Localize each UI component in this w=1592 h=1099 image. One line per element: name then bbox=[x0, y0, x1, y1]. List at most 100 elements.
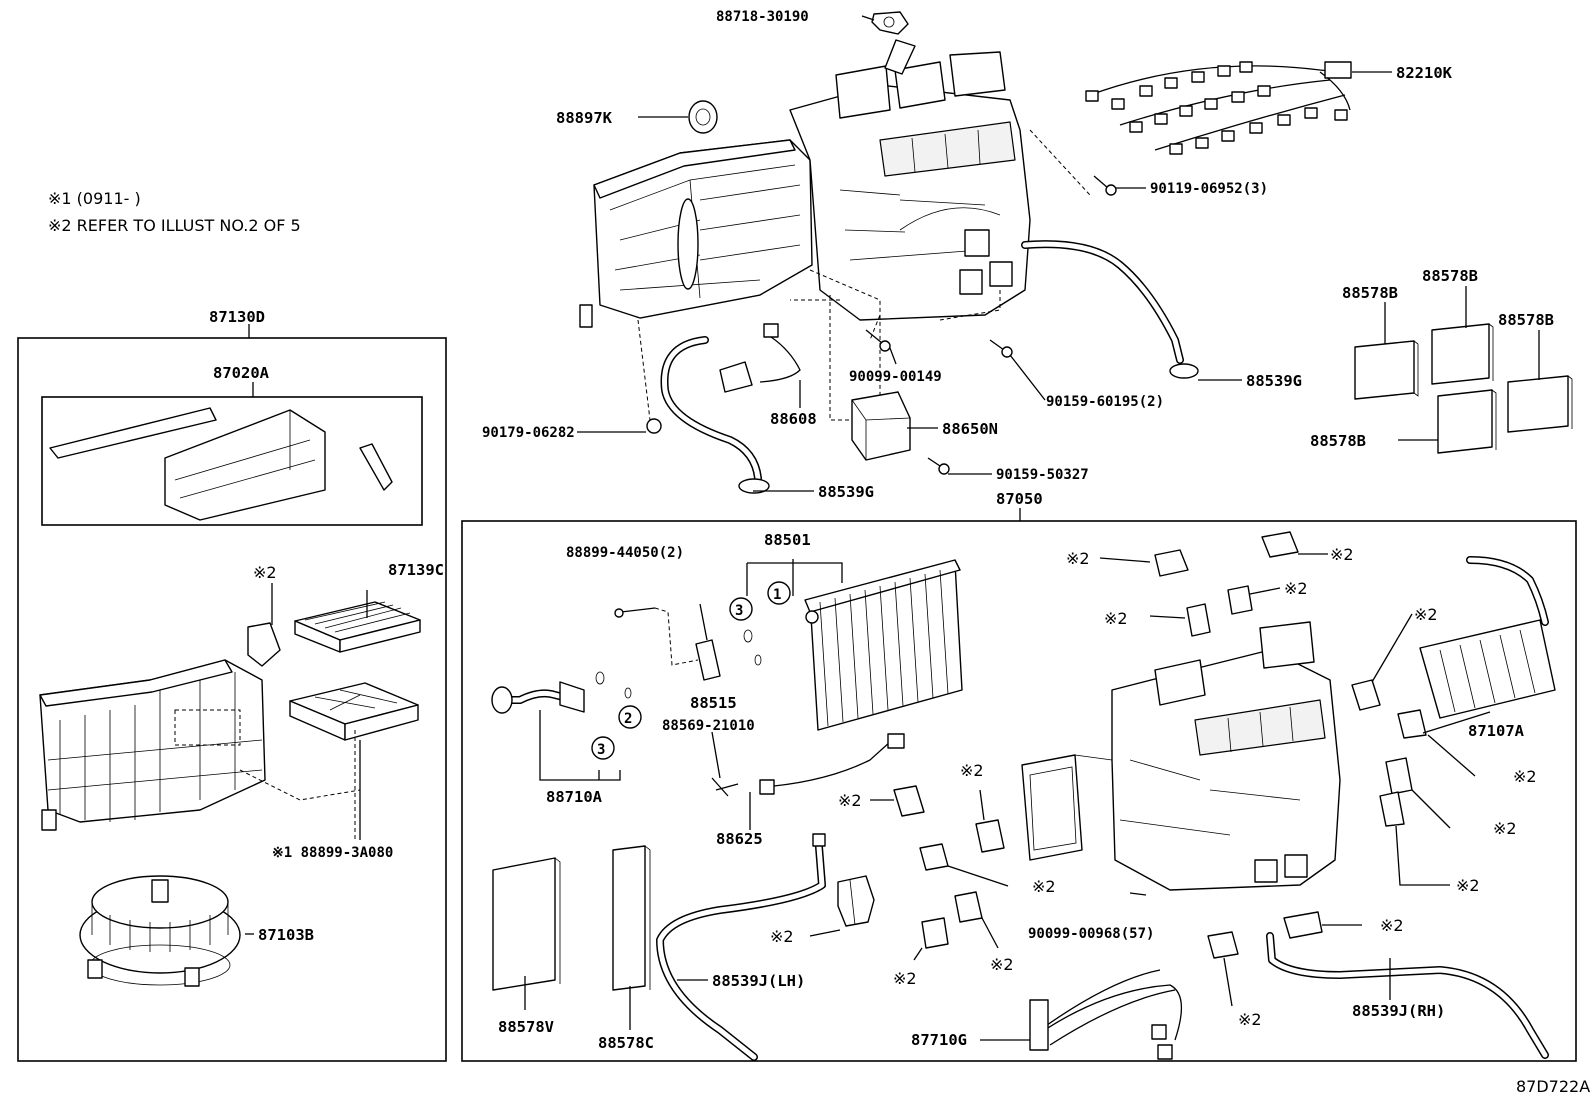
label-90099-00968: 90099-00968(57) bbox=[1028, 926, 1154, 942]
label-88650N: 88650N bbox=[942, 420, 998, 438]
label-88569-21010: 88569-21010 bbox=[662, 718, 755, 734]
label-87130D: 87130D bbox=[209, 308, 265, 326]
label-88578V: 88578V bbox=[498, 1018, 554, 1036]
sensor-88569-drawing bbox=[711, 777, 739, 797]
label-87050: 87050 bbox=[996, 490, 1043, 508]
harness-87710G-drawing bbox=[1029, 969, 1183, 1060]
ref-mark: ※2 bbox=[1284, 579, 1308, 598]
ref-mark: ※2 bbox=[1513, 767, 1537, 786]
label-87020A: 87020A bbox=[213, 364, 270, 382]
valve-88515-drawing bbox=[654, 607, 721, 681]
label-88578B-right: 88578B bbox=[1498, 311, 1554, 329]
label-88897K: 88897K bbox=[556, 109, 613, 127]
bolt-90179-drawing bbox=[646, 418, 662, 434]
label-90179-06282: 90179-06282 bbox=[482, 425, 575, 441]
ref-mark: ※2 bbox=[1066, 549, 1090, 568]
label-88608: 88608 bbox=[770, 410, 817, 428]
ref-mark: ※2 bbox=[1330, 545, 1354, 564]
servo-motor-drawing bbox=[247, 622, 281, 667]
ref-mark: ※2 bbox=[1380, 916, 1404, 935]
label-90159-50327: 90159-50327 bbox=[996, 467, 1089, 483]
label-88899-44050: 88899-44050(2) bbox=[566, 545, 684, 561]
label-87139C: 87139C bbox=[388, 561, 444, 579]
duct-88539J-LH-drawing bbox=[656, 833, 826, 1061]
label-88718-30190: 88718-30190 bbox=[716, 9, 809, 25]
leader-lines bbox=[245, 15, 1540, 1041]
label-87107A: 87107A bbox=[1468, 722, 1525, 740]
diagram-code: 87D722A bbox=[1516, 1077, 1590, 1096]
label-88578B-top: 88578B bbox=[1422, 267, 1478, 285]
wire-88608-drawing bbox=[719, 323, 801, 393]
case-87020A-drawings bbox=[49, 407, 393, 521]
label-90099-00149: 90099-00149 bbox=[849, 369, 942, 385]
circle-3a: 3 bbox=[735, 603, 743, 619]
ref-mark: ※2 bbox=[990, 955, 1014, 974]
note-2: ※2 REFER TO ILLUST NO.2 OF 5 bbox=[48, 216, 301, 235]
circle-1: 1 bbox=[773, 587, 781, 603]
label-88539G-right: 88539G bbox=[1246, 372, 1302, 390]
label-88515: 88515 bbox=[690, 694, 737, 712]
ref-mark: ※2 bbox=[838, 791, 862, 810]
blower-motor-87103B-drawing bbox=[79, 875, 241, 987]
filter-88578B-drawings bbox=[1354, 323, 1573, 454]
ref-mark: ※2 bbox=[1414, 605, 1438, 624]
bolt-90099-00149-drawing bbox=[865, 329, 891, 352]
sensor-bracket-drawing bbox=[837, 875, 875, 927]
label-88539J-RH: 88539J(RH) bbox=[1352, 1002, 1445, 1020]
grommet-88897K-drawing bbox=[688, 100, 718, 134]
label-88578B-bottom: 88578B bbox=[1310, 432, 1366, 450]
callout-labels: 88718-30190 82210K 88897K 90119-06952(3)… bbox=[209, 9, 1554, 1052]
ref-mark: ※2 bbox=[1456, 876, 1480, 895]
grommet-88539G-right bbox=[1169, 363, 1199, 379]
heater-core-87107A-drawing bbox=[1419, 556, 1556, 719]
ref-mark: ※2 bbox=[1032, 877, 1056, 896]
label-88539J-LH: 88539J(LH) bbox=[712, 972, 805, 990]
orings-drawing bbox=[595, 629, 762, 699]
bracket-lines bbox=[539, 559, 843, 781]
tube-88710A-drawing bbox=[491, 681, 585, 714]
label-88625: 88625 bbox=[716, 830, 763, 848]
bolt-88899-44050-drawing bbox=[614, 607, 656, 618]
label-88578C: 88578C bbox=[598, 1034, 654, 1052]
evaporator-88501-drawing bbox=[804, 559, 963, 731]
bolt-90159-50327-drawing bbox=[927, 457, 950, 475]
reference-marks: ※2 ※2 ※2 ※2 ※2 ※2 ※2 ※2 ※2 ※2 ※2 ※2 ※2 ※… bbox=[253, 545, 1537, 1029]
label-88578B-left: 88578B bbox=[1342, 284, 1398, 302]
blower-assembly-box bbox=[17, 337, 447, 1062]
label-82210K: 82210K bbox=[1396, 64, 1453, 82]
air-conditioning-unit-drawing bbox=[579, 39, 1184, 482]
wire-harness-82210K-drawing bbox=[1085, 61, 1352, 155]
duct-88539J-RH-drawing bbox=[1266, 932, 1549, 1059]
screw-90119-drawing bbox=[1093, 175, 1117, 196]
bolt-90159-60195-drawing bbox=[989, 339, 1013, 358]
circle-3b: 3 bbox=[597, 742, 605, 758]
ref-mark: ※2 bbox=[253, 563, 277, 582]
note-1: ※1 (0911- ) bbox=[48, 189, 141, 208]
blower-case-drawing bbox=[39, 659, 266, 831]
ref-mark: ※2 bbox=[1104, 609, 1128, 628]
case-subassembly-box bbox=[41, 396, 423, 526]
clip-88718-drawing bbox=[871, 11, 909, 35]
grommet-88539G-left bbox=[738, 478, 770, 494]
ref-mark: ※2 bbox=[1493, 819, 1517, 838]
amplifier-88650N-drawing bbox=[851, 391, 911, 461]
label-90119-06952: 90119-06952(3) bbox=[1150, 181, 1268, 197]
filter-case-drawing bbox=[289, 682, 419, 741]
ref-mark: ※2 bbox=[893, 969, 917, 988]
ref-mark: ※2 bbox=[770, 927, 794, 946]
label-88899-3A080: ※1 88899-3A080 bbox=[272, 845, 393, 861]
label-87710G: 87710G bbox=[911, 1031, 967, 1049]
circle-2: 2 bbox=[624, 711, 632, 727]
ref-mark: ※2 bbox=[1238, 1010, 1262, 1029]
circled-numerals: 1 3 2 3 bbox=[591, 581, 791, 760]
filters-88578V-C-drawing bbox=[492, 845, 651, 991]
label-90159-60195: 90159-60195(2) bbox=[1046, 394, 1164, 410]
ref-mark: ※2 bbox=[960, 761, 984, 780]
main-case-87050-drawing bbox=[1021, 621, 1341, 891]
label-88539G-left: 88539G bbox=[818, 483, 874, 501]
radiator-unit-box bbox=[461, 520, 1577, 1062]
label-88501: 88501 bbox=[764, 531, 811, 549]
filter-87139C-drawing bbox=[294, 601, 421, 653]
label-88710A: 88710A bbox=[546, 788, 603, 806]
